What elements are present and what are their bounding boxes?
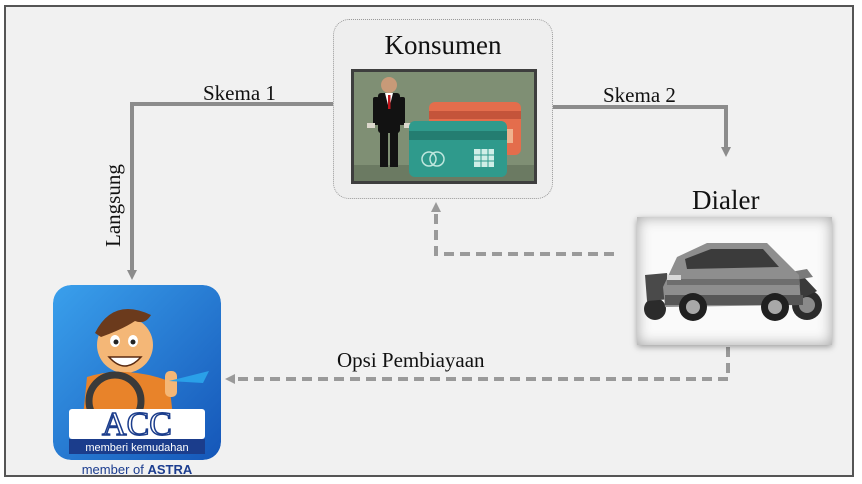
edge-label-skema1: Skema 1	[203, 81, 276, 105]
node-dialer-title: Dialer	[692, 185, 760, 215]
arrow-skema2	[551, 105, 731, 157]
acc-member-prefix: member of	[81, 462, 144, 477]
node-dialer	[637, 217, 832, 345]
arrow-opsi-pembiayaan	[225, 347, 730, 384]
edge-label-opsi-pembiayaan: Opsi Pembiayaan	[337, 348, 485, 372]
acc-member-brand: ASTRA	[147, 462, 193, 477]
konsumen-illustration	[351, 69, 537, 184]
node-konsumen: Konsumen	[333, 19, 553, 199]
acc-tagline: memberi kemudahan	[85, 442, 188, 454]
acc-logo-text: ACC	[102, 406, 172, 443]
arrow-dialer-to-konsumen	[431, 202, 614, 256]
car-icon	[663, 243, 803, 321]
acc-member-line: member of ASTRA	[53, 462, 221, 477]
businessman-icon	[367, 77, 412, 167]
diagram-frame: Skema 1 Skema 2 Langsung Opsi Pembiayaan…	[4, 5, 854, 477]
edge-label-langsung: Langsung	[101, 164, 125, 247]
arrow-skema1	[127, 102, 333, 280]
node-acc: ACC memberi kemudahan	[53, 285, 221, 460]
connectors	[127, 102, 731, 384]
acc-mascot-icon	[83, 309, 209, 431]
edge-label-skema2: Skema 2	[603, 83, 676, 107]
credit-card-icon	[409, 102, 521, 177]
node-konsumen-title: Konsumen	[384, 30, 502, 60]
